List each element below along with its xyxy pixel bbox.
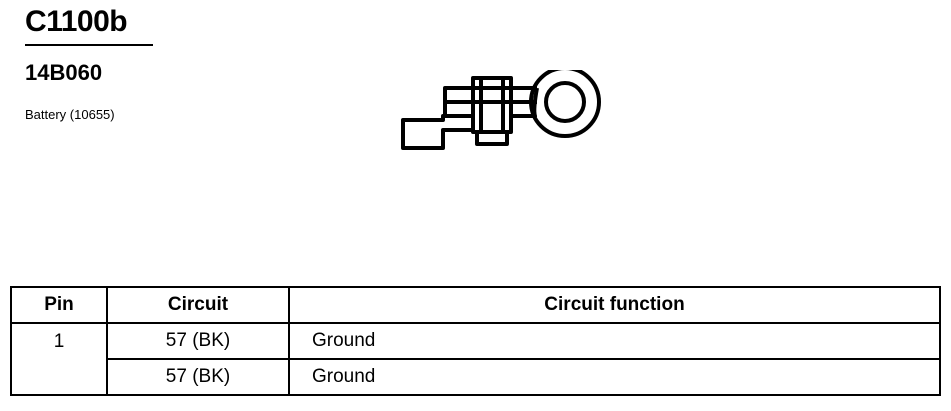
table-header-row: Pin Circuit Circuit function [10, 286, 941, 324]
pin-cell: 1 [10, 322, 108, 396]
connector-description: Battery (10655) [25, 107, 115, 122]
terminal-neck [513, 87, 539, 118]
circuit-cell: 57 (BK) [106, 322, 290, 360]
column-header-circuit: Circuit [106, 286, 290, 324]
connector-id: C1100b [25, 5, 128, 38]
column-header-pin: Pin [10, 286, 108, 324]
circuit-cell: 57 (BK) [106, 358, 290, 396]
battery-terminal-icon [401, 70, 601, 150]
title-underline [25, 44, 153, 46]
terminal-bolt-base [475, 130, 509, 146]
column-header-circuit-function: Circuit function [288, 286, 941, 324]
pin-table: Pin Circuit Circuit function 1 57 (BK) G… [10, 286, 941, 396]
terminal-ring-inner [544, 81, 586, 123]
circuit-function-cell: Ground [288, 322, 941, 360]
circuit-function-cell: Ground [288, 358, 941, 396]
table-row: 1 57 (BK) Ground [10, 322, 941, 396]
terminal-ring-outer [529, 70, 601, 138]
terminal-tab-outline [401, 114, 475, 150]
part-number: 14B060 [25, 60, 103, 85]
terminal-strap-outline [443, 86, 537, 116]
table-row: 57 (BK) Ground [11, 358, 941, 396]
